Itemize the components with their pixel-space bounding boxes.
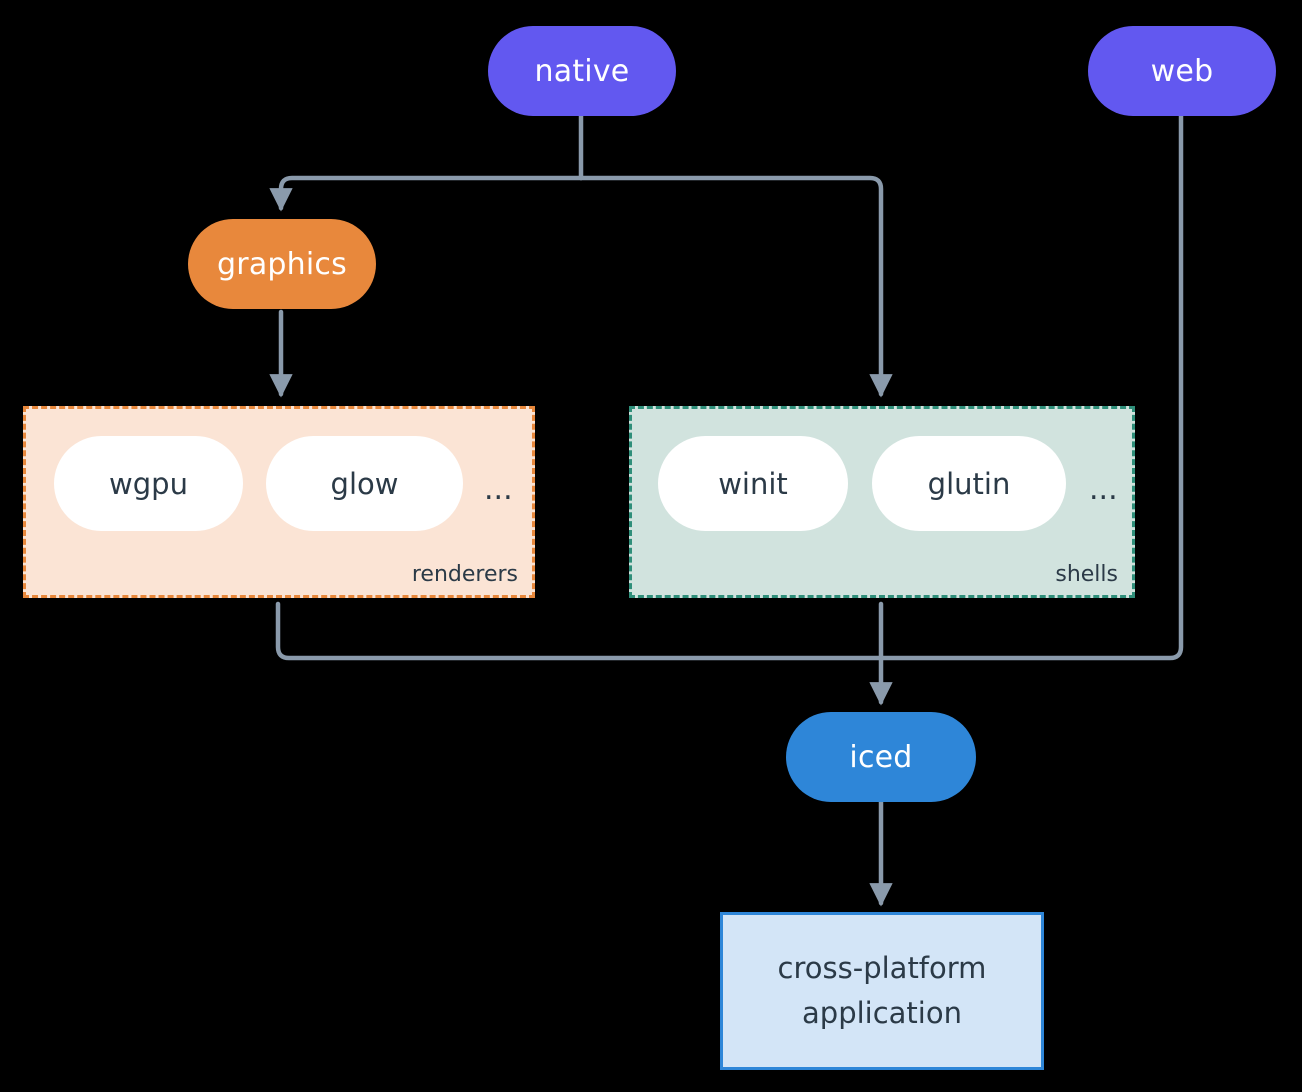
node-wgpu[interactable]: wgpu (54, 436, 243, 531)
node-native-label: native (534, 53, 630, 89)
node-iced[interactable]: iced (786, 712, 976, 802)
node-cross-platform-application[interactable]: cross-platform application (720, 912, 1044, 1070)
edge-native-to-graphics (269, 175, 584, 212)
node-glutin[interactable]: glutin (872, 436, 1066, 531)
node-graphics[interactable]: graphics (188, 219, 376, 309)
group-shells: winit glutin ... shells (629, 406, 1135, 598)
node-winit[interactable]: winit (658, 436, 848, 531)
application-label-line1: cross-platform (777, 951, 987, 986)
node-wgpu-label: wgpu (109, 466, 188, 501)
application-label-line2: application (802, 996, 962, 1030)
edge-web-to-iced (878, 112, 1184, 661)
node-glutin-label: glutin (927, 466, 1011, 501)
group-renderers: wgpu glow ... renderers (23, 406, 535, 598)
shells-overflow-ellipsis: ... (1089, 472, 1118, 507)
node-glow-label: glow (330, 466, 399, 501)
node-web-label: web (1150, 53, 1214, 89)
node-graphics-label: graphics (217, 246, 347, 282)
edge-native-to-shells (578, 175, 893, 398)
group-renderers-label: renderers (411, 562, 518, 587)
group-shells-label: shells (1055, 562, 1118, 587)
renderers-overflow-ellipsis: ... (484, 472, 513, 507)
node-native[interactable]: native (488, 26, 676, 116)
node-web[interactable]: web (1088, 26, 1276, 116)
node-glow[interactable]: glow (266, 436, 463, 531)
node-iced-label: iced (849, 739, 913, 775)
edge-renderers-to-iced (275, 601, 884, 661)
node-winit-label: winit (718, 466, 788, 501)
